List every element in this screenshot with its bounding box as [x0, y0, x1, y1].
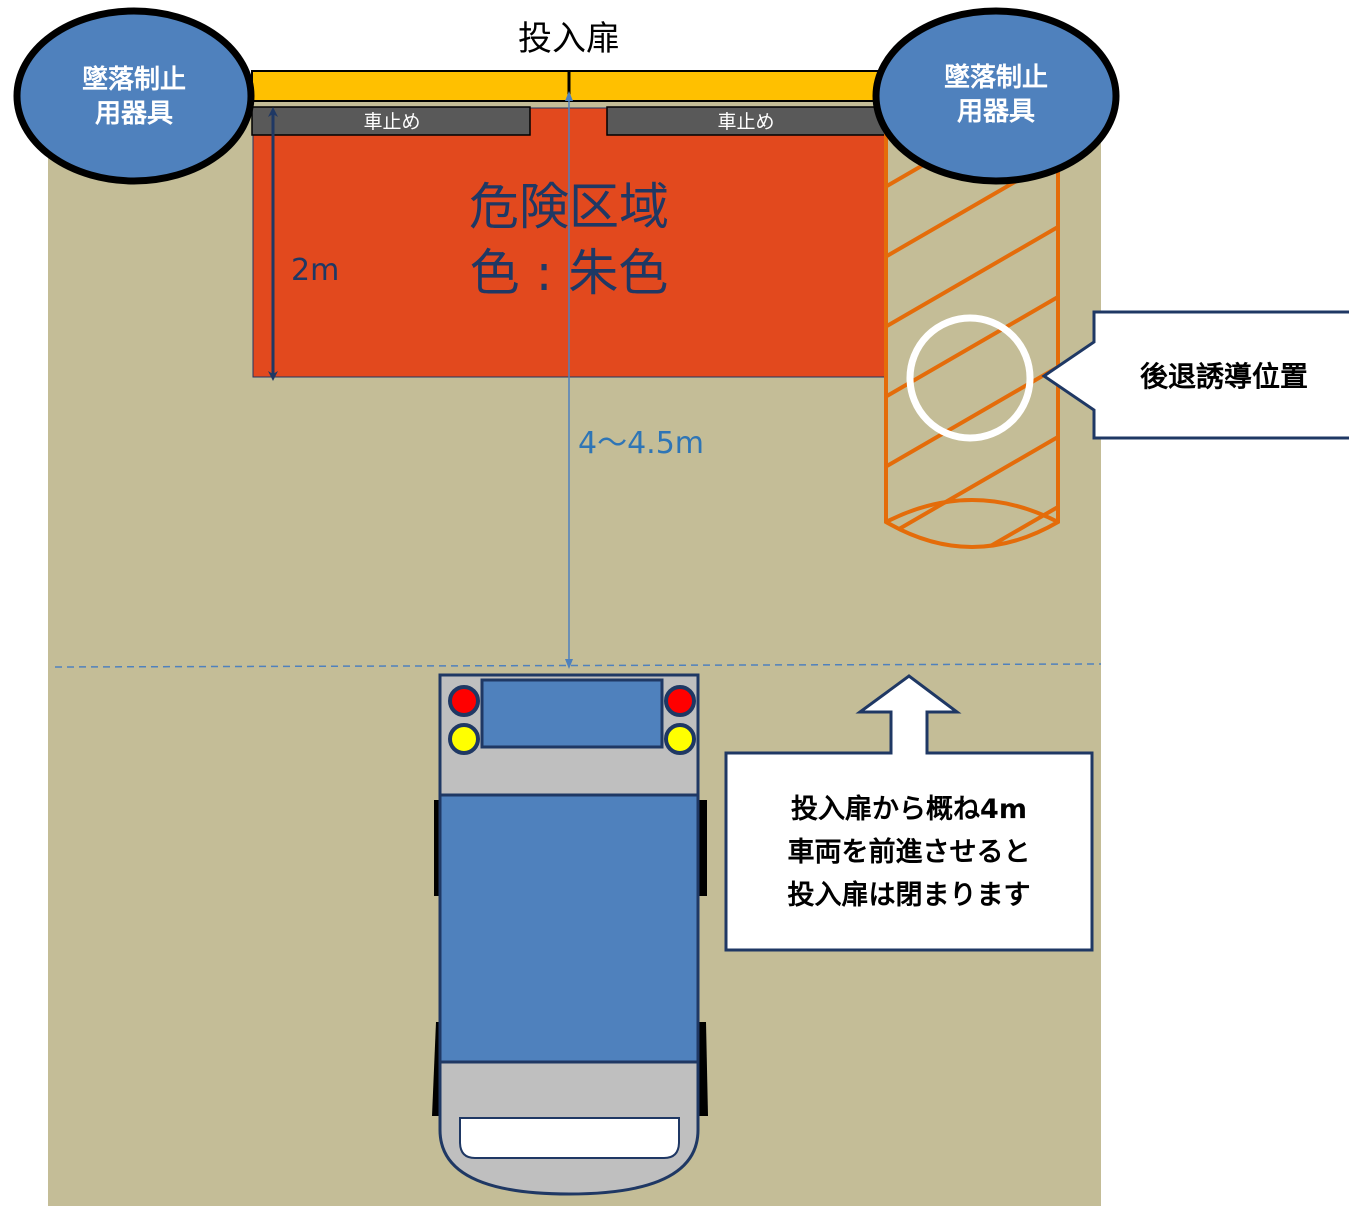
truck-wheel [697, 800, 707, 896]
fall-device-left-line1: 墜落制止 [82, 64, 186, 95]
reverse-guide-area [884, 130, 1060, 549]
stop-line [54, 663, 1102, 668]
truck-windshield [459, 1117, 680, 1159]
fall-device-right-line2: 用器具 [957, 97, 1035, 127]
fall-device-left [13, 7, 255, 185]
turn-light-right [664, 723, 696, 755]
turn-light-left [448, 723, 480, 755]
danger-zone [252, 107, 888, 378]
door-label: 投入扉 [518, 19, 620, 59]
door-close-note-line2: 車両を前進させると [788, 836, 1031, 868]
fall-device-right [872, 7, 1120, 185]
door-close-callout [724, 674, 1094, 952]
door-close-note-line1: 投入扉から概ね4m [791, 794, 1027, 825]
guide-position-marker [906, 314, 1034, 442]
tail-light-left [448, 685, 480, 717]
truck-hopper [480, 678, 664, 749]
truck-distance-label: 4〜4.5m [578, 426, 704, 461]
truck-cargo-body [438, 793, 700, 1064]
reverse-guide-label: 後退誘導位置 [1140, 360, 1308, 393]
fall-device-right-line1: 墜落制止 [944, 62, 1048, 93]
fall-device-left-line2: 用器具 [95, 99, 173, 129]
wheel-stop-left [251, 106, 531, 136]
door-close-note-line3: 投入扉は閉まります [788, 880, 1031, 911]
wheel-stop-right-label: 車止め [717, 111, 774, 133]
garbage-truck [432, 673, 708, 1196]
truck-wheel [697, 1022, 708, 1116]
tail-light-right [664, 685, 696, 717]
danger-depth-label: 2m [291, 253, 339, 288]
wheel-stop-right [606, 106, 887, 136]
reverse-guide-callout [1041, 310, 1349, 440]
wheel-stop-left-label: 車止め [363, 111, 420, 133]
